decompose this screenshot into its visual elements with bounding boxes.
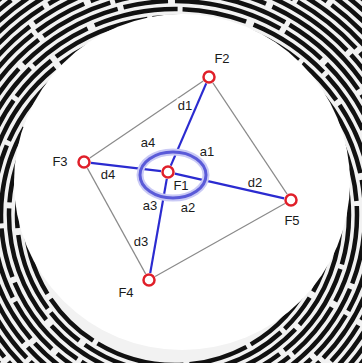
minutia-point: F1 — [161, 165, 175, 179]
angle-ellipse-glow — [140, 152, 206, 198]
angle-label: a3 — [143, 199, 157, 212]
minutia-circle — [142, 273, 156, 287]
distance-label: d3 — [133, 235, 149, 248]
minutia-point: F5 — [284, 193, 298, 207]
minutia-point: F4 — [142, 273, 156, 287]
frame-line — [90, 81, 203, 158]
sample-region — [14, 14, 350, 350]
distance-label: d1 — [177, 99, 193, 112]
minutia-ring — [286, 195, 297, 206]
minutia-ring — [163, 167, 174, 178]
frame-line — [213, 83, 287, 194]
angle-label: a2 — [181, 201, 195, 214]
minutia-circle — [284, 193, 298, 207]
angle-label: a4 — [141, 136, 155, 149]
minutia-circle — [161, 165, 175, 179]
frame-line — [87, 168, 145, 274]
angle-label: a1 — [200, 145, 214, 158]
minutia-label: F1 — [173, 179, 188, 192]
minutia-label: F5 — [284, 214, 299, 227]
minutia-label: F2 — [214, 52, 229, 65]
minutia-ring — [204, 72, 215, 83]
minutia-label: F4 — [118, 286, 133, 299]
minutia-ring — [144, 275, 155, 286]
distance-label: d2 — [247, 176, 263, 189]
distance-label: d4 — [100, 168, 116, 181]
minutia-label: F3 — [52, 155, 67, 168]
frame-line — [155, 203, 285, 276]
minutia-point: F3 — [77, 155, 91, 169]
minutia-ring — [79, 157, 90, 168]
minutia-circle — [202, 70, 216, 84]
minutia-circle — [77, 155, 91, 169]
minutia-point: F2 — [202, 70, 216, 84]
angle-ellipse — [140, 152, 206, 198]
